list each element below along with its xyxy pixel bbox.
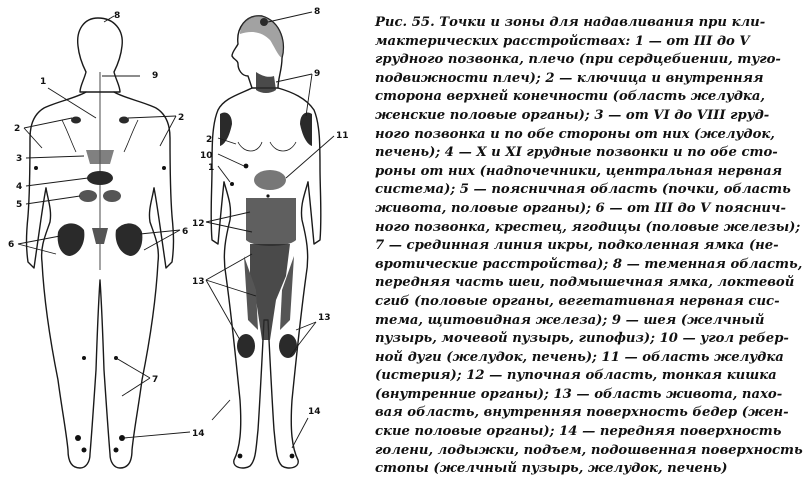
label-front-14: 14	[308, 407, 321, 417]
front-view-head	[231, 15, 285, 89]
front-view-zones	[220, 18, 312, 459]
caption-line: живота, половые органы); 6 — от III до V…	[375, 200, 786, 216]
back-point-2-left	[34, 166, 38, 170]
label-front-1: 1	[208, 163, 214, 173]
label-back-6-left: 6	[8, 240, 14, 250]
label-back-6-right: 6	[182, 227, 188, 237]
caption-line: женские половые органы); 3 — от VI до VI…	[375, 107, 770, 123]
caption-line: пузырь, мочевой пузырь, гипофиз); 10 — у…	[375, 331, 789, 347]
label-back-14: 14	[192, 429, 205, 439]
front-zone-12	[246, 198, 296, 246]
back-view-torso	[25, 91, 175, 269]
front-zone-13-abdomen	[250, 244, 290, 340]
back-point-7-left	[82, 356, 86, 360]
front-zone-13-knee-left	[237, 334, 255, 358]
label-back-3: 3	[16, 154, 22, 164]
acupressure-figure: 8 9 1 2 2 3 4 5 6 6 7 14 8 9 2 10 1 11 1…	[0, 0, 370, 481]
front-zone-1	[230, 182, 234, 186]
back-view-shoulder-blades	[61, 119, 139, 153]
front-zone-11-stomach	[254, 170, 286, 190]
label-back-7: 7	[152, 375, 158, 385]
label-front-13-right: 13	[318, 313, 331, 323]
front-zone-8-armpit-left	[220, 112, 232, 146]
caption-line: передняя часть шеи, подмышечная ямка, ло…	[375, 275, 795, 291]
back-zone-5-right	[103, 190, 121, 202]
label-back-1: 1	[40, 77, 46, 87]
back-point-2-right	[162, 166, 166, 170]
front-zone-13-inner-thigh-left	[244, 256, 258, 330]
caption-line: тема, щитовидная железа); 9 — шея (желчн…	[375, 312, 765, 328]
label-front-10: 10	[200, 151, 213, 161]
label-front-13-left: 13	[192, 277, 205, 287]
front-zone-9-neck	[256, 72, 276, 93]
caption-line: ного позвонка и по обе стороны от них (ж…	[375, 126, 775, 142]
back-zone-6-left	[57, 223, 85, 256]
back-point-14-left	[75, 435, 81, 441]
front-zone-8-armpit-right	[300, 112, 312, 146]
label-back-2-left: 2	[14, 124, 20, 134]
back-zone-6-sacrum	[92, 228, 108, 244]
body-diagram: 8 9 1 2 2 3 4 5 6 6 7 14 8 9 2 10 1 11 1…	[8, 7, 349, 469]
front-zone-13-knee-right	[279, 334, 297, 358]
caption-line: ские половые органы); 14 — передняя пове…	[375, 424, 782, 440]
caption-line: 7 — срединная линия икры, подколенная ям…	[375, 238, 779, 254]
back-zone-3	[86, 150, 114, 164]
back-zone-1-right	[119, 116, 129, 124]
front-view-torso	[210, 87, 322, 245]
front-zone-8-crown	[260, 18, 268, 26]
front-zone-14-left	[237, 453, 243, 459]
label-front-9: 9	[314, 69, 320, 79]
front-view-hair	[240, 15, 284, 59]
caption-line: Рис. 55. Точки и зоны для надавливания п…	[375, 15, 766, 30]
caption-line: стопы (желчный пузырь, желудок, печень)	[375, 461, 728, 477]
caption-line: система); 5 — поясничная область (почки,…	[375, 182, 791, 198]
caption-line: ной дуги (желудок, печень); 11 — область…	[375, 349, 784, 365]
label-front-12: 12	[192, 219, 205, 229]
caption-line: подвижности плеч); 2 — ключица и внутрен…	[375, 70, 764, 86]
back-zone-6-right	[115, 223, 143, 256]
caption-line: вая область, внутренняя поверхность беде…	[375, 405, 789, 421]
figure-labels: 8 9 1 2 2 3 4 5 6 6 7 14 8 9 2 10 1 11 1…	[8, 7, 349, 439]
caption-line: (внутренние органы); 13 — область живота…	[375, 386, 783, 402]
label-back-4: 4	[16, 182, 22, 192]
caption-line: вротические расстройства); 8 — теменная …	[375, 256, 803, 272]
caption-line: сторона верхней конечности (область желу…	[375, 89, 765, 105]
caption-line: (истерия); 12 — пупочная область, тонкая…	[375, 368, 777, 384]
back-point-14-right	[119, 435, 125, 441]
label-back-8: 8	[114, 11, 120, 21]
back-point-14-right-lower	[113, 447, 119, 453]
front-zone-13-inner-thigh-right	[280, 256, 294, 330]
front-view-leaders	[205, 11, 335, 449]
caption-line: роны от них (надпочечники, центральная н…	[375, 163, 783, 179]
label-back-9: 9	[152, 71, 158, 81]
front-view-navel	[266, 194, 270, 198]
back-zone-1-left	[71, 116, 81, 124]
label-front-2: 2	[206, 135, 212, 145]
caption-line: голени, лодыжки, подъем, подошвенная пов…	[375, 442, 803, 458]
figure-caption: Рис. 55. Точки и зоны для надавливания п…	[375, 14, 803, 479]
front-zone-14-right	[289, 453, 295, 459]
label-back-2-right: 2	[178, 113, 184, 123]
back-zone-4	[87, 171, 113, 185]
caption-line: ного позвонка, крестец, ягодицы (половые…	[375, 219, 801, 235]
back-point-14-left-lower	[81, 447, 87, 453]
front-view-chest	[237, 141, 297, 152]
back-zone-5-left	[79, 190, 97, 202]
label-back-5: 5	[16, 200, 22, 210]
front-zone-10	[243, 163, 249, 169]
caption-line: сгиб (половые органы, вегетативная нервн…	[375, 293, 780, 309]
caption-line: печень); 4 — X и XI грудные позвонки и п…	[375, 145, 778, 161]
label-front-11: 11	[336, 131, 349, 141]
caption-line: грудного позвонка, плечо (при сердцебиен…	[375, 52, 781, 68]
label-front-8: 8	[314, 7, 320, 17]
caption-line: мактерических расстройствах: 1 — от III …	[375, 33, 750, 49]
back-view-zones	[34, 116, 166, 453]
back-view-leaders	[17, 15, 191, 439]
